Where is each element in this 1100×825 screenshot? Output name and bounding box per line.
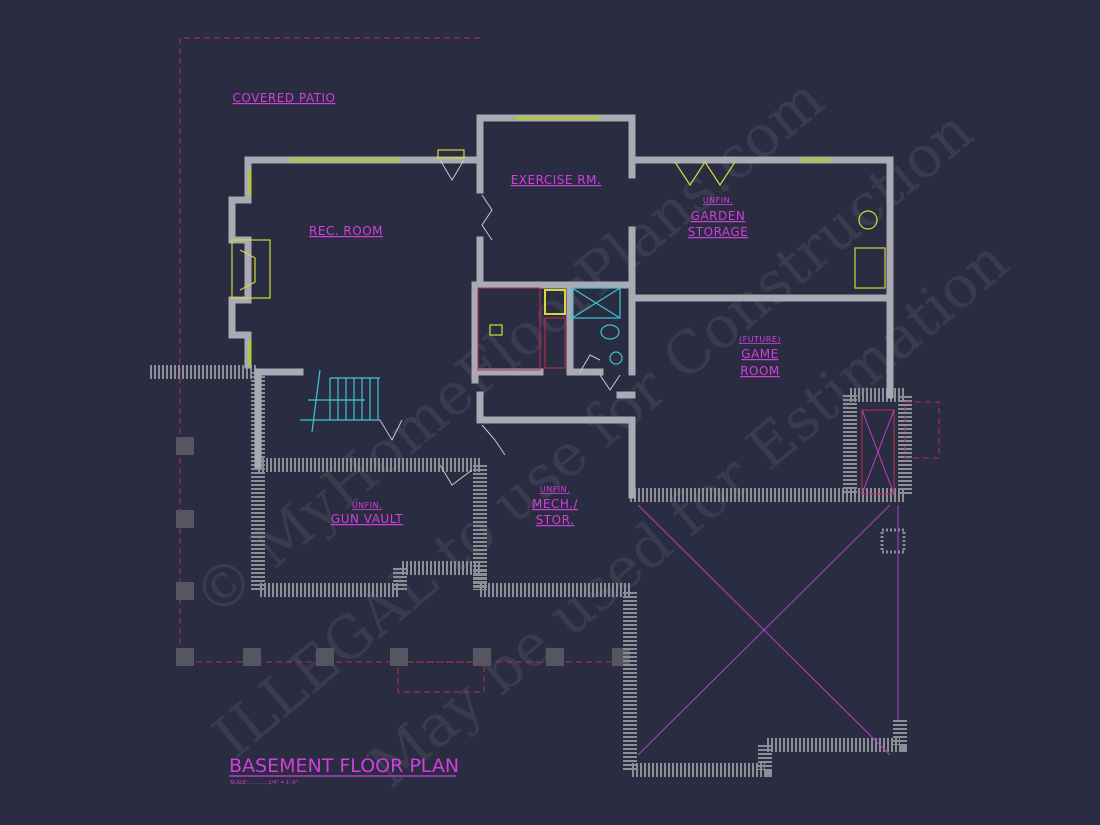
label-game-future: (FUTURE) <box>739 335 781 344</box>
label-rec-room: REC. ROOM <box>309 224 383 238</box>
drawing-title: BASEMENT FLOOR PLAN <box>229 755 459 777</box>
label-room: ROOM <box>740 364 780 378</box>
label-stor: STOR. <box>536 513 575 527</box>
doors <box>379 159 621 486</box>
drawing-scale: SCALE: ............1/4" = 1'-0" <box>230 780 298 786</box>
label-game: GAME <box>741 347 778 361</box>
title-block: BASEMENT FLOOR PLAN SCALE: ............1… <box>229 755 459 786</box>
fixtures <box>231 210 940 495</box>
svg-text:ILLEGAL to use for Constructio: ILLEGAL to use for Construction <box>200 96 985 770</box>
label-garden-unfin: UNFIN. <box>703 196 733 205</box>
windows <box>248 116 830 365</box>
label-gun-vault: GUN VAULT <box>331 512 403 526</box>
label-exercise-room: EXERCISE RM. <box>511 173 602 187</box>
label-mech: MECH./ <box>532 497 578 511</box>
label-gun-unfin: UNFIN. <box>352 501 382 510</box>
label-storage: STORAGE <box>688 225 749 239</box>
label-garden: GARDEN <box>691 209 746 223</box>
patio-outline <box>179 37 630 693</box>
label-mech-unfin: UNFIN. <box>540 485 570 494</box>
garage-slab-marker <box>637 504 899 756</box>
stairs <box>308 369 380 433</box>
room-labels: COVERED PATIO REC. ROOM EXERCISE RM. UNF… <box>233 91 781 527</box>
interior-walls <box>228 114 894 499</box>
label-covered-patio: COVERED PATIO <box>233 91 336 105</box>
